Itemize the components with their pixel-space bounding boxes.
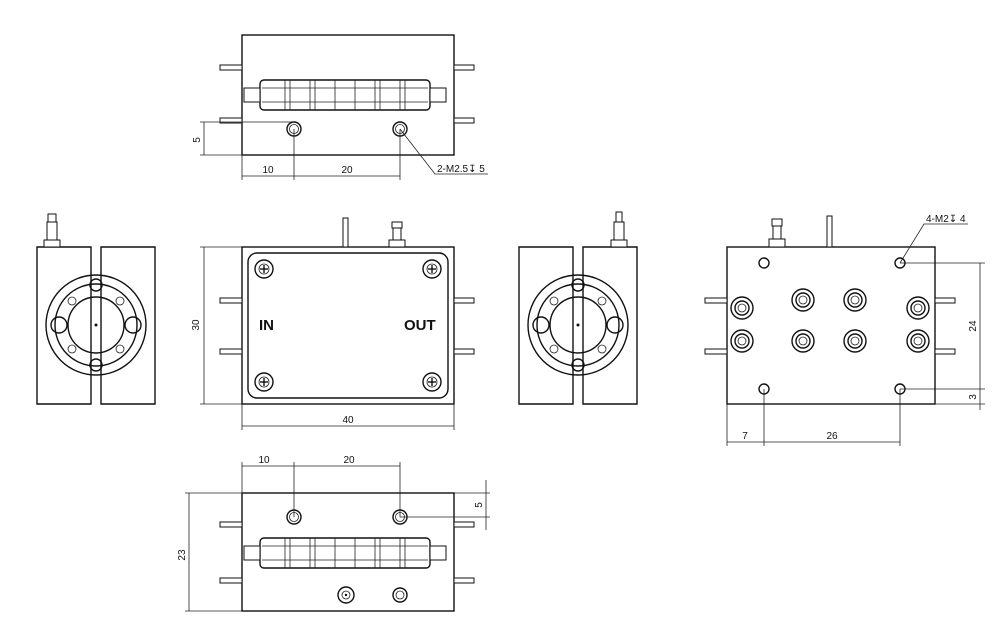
screw-icon [254, 372, 274, 392]
knob-icon [768, 218, 786, 248]
connector-icon [843, 329, 867, 353]
flange-icon [45, 274, 147, 376]
connector-icon [730, 329, 754, 353]
connector-icon [730, 296, 754, 320]
port-label-out: OUT [404, 317, 436, 334]
front-view: IN OUT 30 40 [191, 217, 475, 430]
mounting-hole-icon [758, 257, 770, 269]
dim-front-width: 40 [342, 415, 354, 426]
dim-top-mid: 20 [341, 165, 353, 176]
dim-top-height: 5 [192, 137, 203, 143]
screw-icon [422, 259, 442, 279]
flange-icon [527, 274, 629, 376]
knob-icon [610, 211, 628, 248]
connector-icon [392, 587, 408, 603]
dim-bottom-left: 10 [258, 455, 270, 466]
roller-assembly [243, 79, 447, 111]
connector-icon [906, 296, 930, 320]
dim-rear-left: 7 [742, 431, 748, 442]
bottom-view: 10 20 5 23 [177, 455, 490, 612]
left-side-view [36, 213, 156, 405]
right-side-view [518, 211, 638, 405]
top-view: 10 20 5 2-M2.5↧ 5 [192, 34, 488, 180]
dim-front-height: 30 [191, 319, 202, 331]
screw-icon [422, 372, 442, 392]
dim-rear-mid: 26 [826, 431, 838, 442]
rear-view-body [726, 246, 936, 405]
connector-icon [791, 288, 815, 312]
knob-icon [388, 221, 406, 248]
dim-bottom-mid: 20 [343, 455, 355, 466]
hole-callout-rear: 4-M2↧ 4 [926, 214, 966, 225]
knob-icon [43, 213, 61, 248]
screw-icon [254, 259, 274, 279]
top-view-body [241, 34, 455, 156]
port-label-in: IN [259, 317, 274, 334]
dim-top-left: 10 [262, 165, 274, 176]
rear-view: 4-M2↧ 4 24 3 7 26 [704, 214, 985, 446]
connector-icon [843, 288, 867, 312]
dim-bottom-height: 23 [177, 549, 188, 561]
connector-icon [791, 329, 815, 353]
dim-rear-offset: 3 [968, 394, 979, 400]
hole-callout-top: 2-M2.5↧ 5 [437, 164, 485, 175]
dim-bottom-hole: 5 [474, 502, 485, 508]
bottom-view-body [241, 492, 455, 612]
roller-assembly [243, 537, 447, 569]
dim-rear-height: 24 [968, 320, 979, 332]
connector-icon [337, 586, 355, 604]
connector-icon [906, 329, 930, 353]
